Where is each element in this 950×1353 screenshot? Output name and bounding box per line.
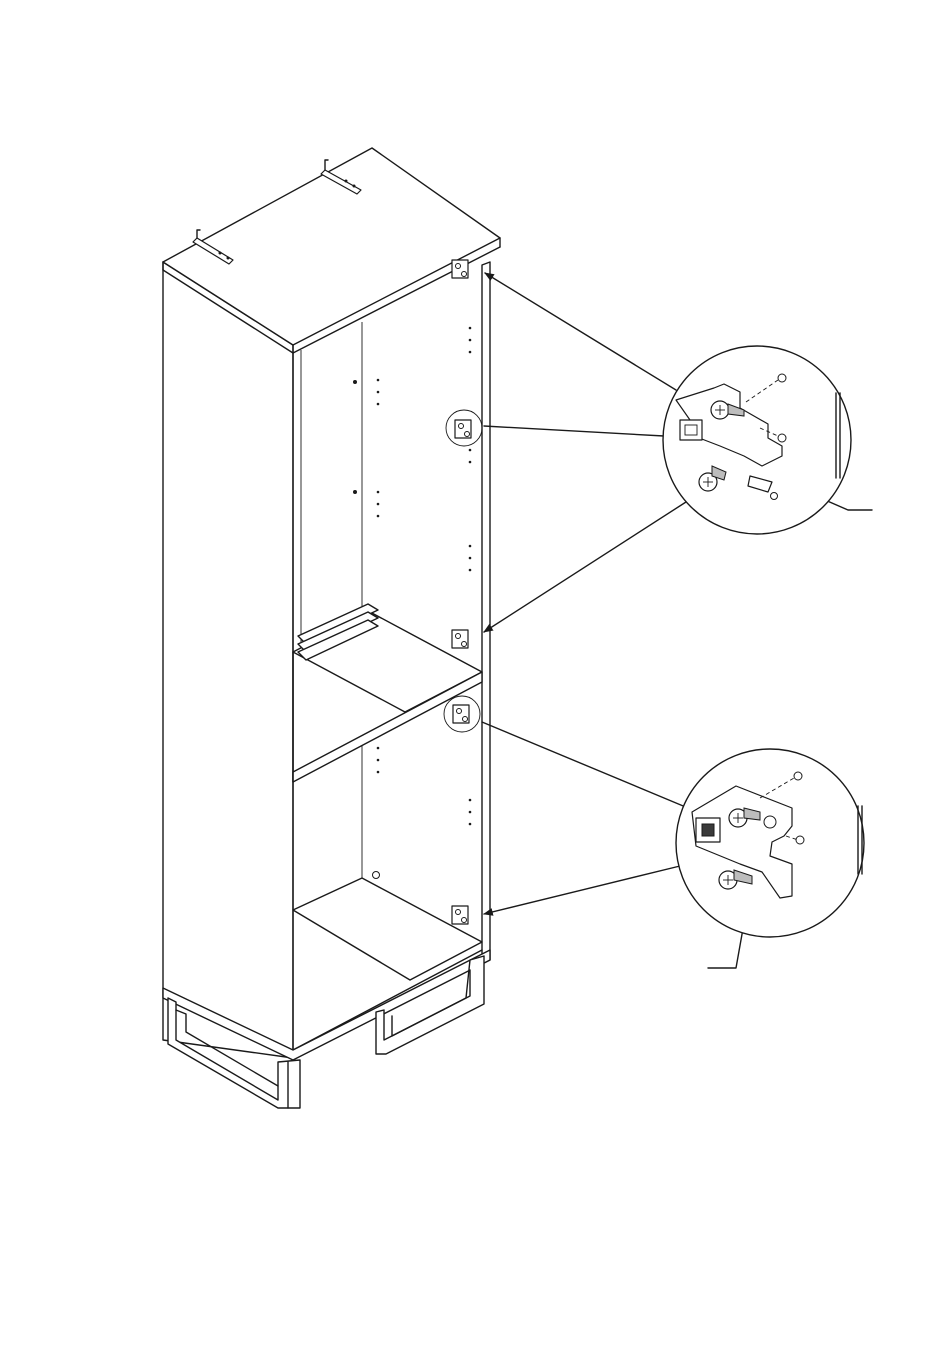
lower-hinge-detail [676,749,864,937]
cabinet [163,148,500,1060]
upper-hinge-detail [663,346,851,534]
hinge-mount-shelf [452,630,468,648]
hinge-mount-upper-mid [446,410,482,446]
right-side-panel-edge [482,262,490,964]
hinge-mount-top [452,260,468,278]
hinge-mount-bottom [452,906,468,924]
hinge-mount-lower-mid [444,696,480,732]
shelf-pin-holes [353,327,471,879]
left-side-panel [163,262,293,1058]
